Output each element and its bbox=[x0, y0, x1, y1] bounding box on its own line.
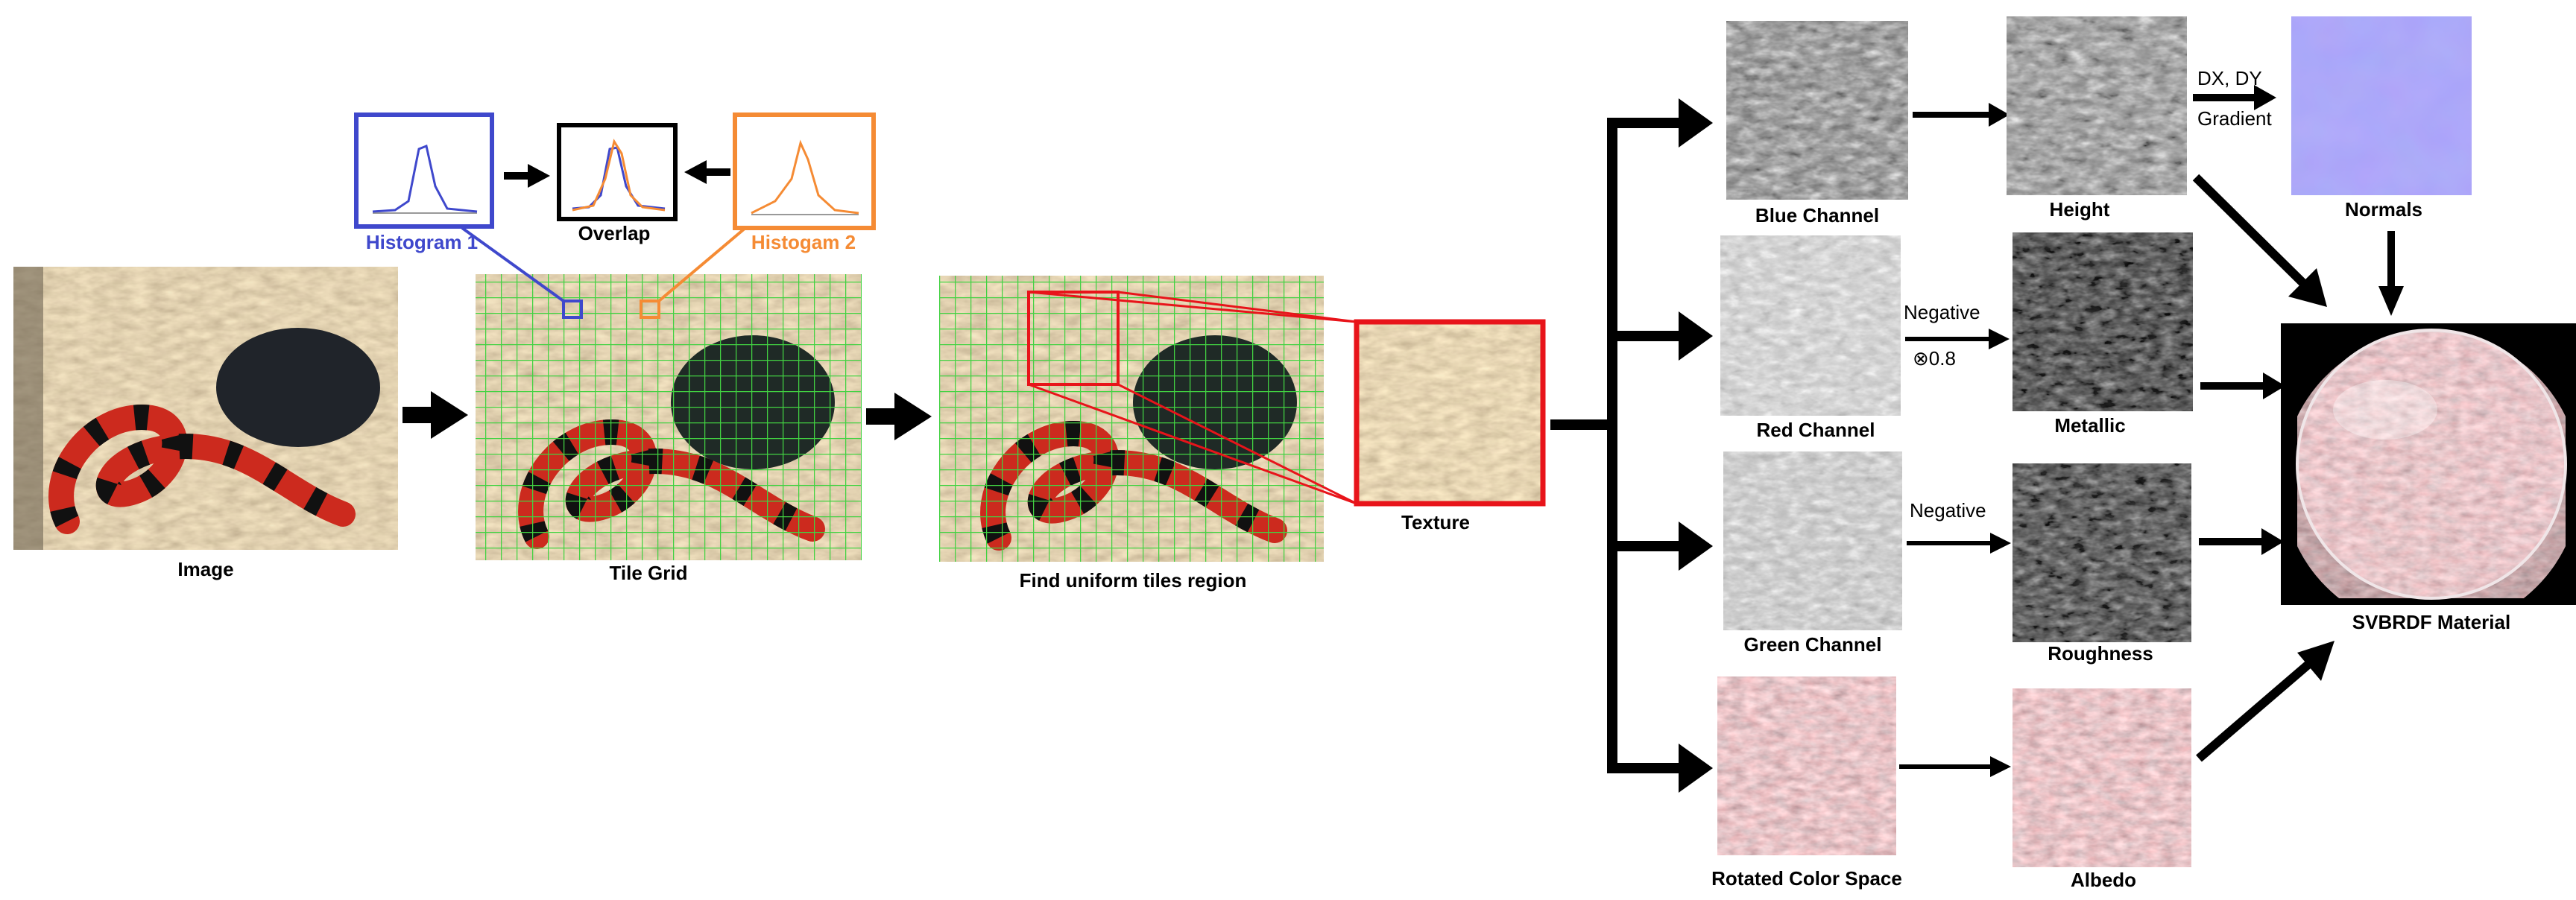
arrow-roughness-to-material bbox=[2199, 528, 2284, 555]
arrow-grid-to-find bbox=[866, 393, 932, 440]
tile-grid-overlay bbox=[476, 274, 862, 560]
histogram-2-panel bbox=[733, 112, 876, 230]
arrow-hist2-to-overlap bbox=[684, 160, 730, 184]
arrow-metallic-to-material bbox=[2200, 373, 2285, 399]
arrow-blue-to-height bbox=[1913, 103, 2010, 127]
green-channel-image bbox=[1723, 451, 1902, 630]
texture-label: Texture bbox=[1401, 511, 1470, 533]
blue-channel-label: Blue Channel bbox=[1755, 204, 1879, 226]
albedo-map-image bbox=[2012, 688, 2191, 867]
overlap-label: Overlap bbox=[578, 222, 651, 244]
normals-map-image bbox=[2291, 16, 2472, 195]
tile-1-marker bbox=[562, 300, 583, 319]
arrow-albedo-to-material bbox=[2196, 641, 2334, 762]
branch-connector bbox=[1550, 98, 1713, 793]
red-channel-image bbox=[1720, 235, 1901, 416]
height-map-image bbox=[2007, 16, 2187, 195]
arrow-image-to-grid bbox=[402, 391, 468, 439]
negative-red-text: Negative bbox=[1904, 301, 1980, 323]
dx-dy-text: DX, DY bbox=[2197, 67, 2262, 89]
rotated-color-space-label: Rotated Color Space bbox=[1711, 867, 1902, 890]
green-channel-label: Green Channel bbox=[1744, 633, 1882, 656]
roughness-map-image bbox=[2012, 463, 2191, 642]
normals-label: Normals bbox=[2345, 198, 2422, 221]
overlap-panel bbox=[557, 123, 678, 221]
metallic-label: Metallic bbox=[2054, 414, 2125, 437]
scale-factor-text: ⊗0.8 bbox=[1913, 347, 1956, 370]
find-region-label: Find uniform tiles region bbox=[1020, 569, 1247, 592]
image-label: Image bbox=[177, 558, 233, 580]
svbrdf-material-label: SVBRDF Material bbox=[2352, 611, 2510, 633]
tile-grid-image bbox=[476, 274, 862, 560]
tile-1-connector bbox=[461, 226, 565, 302]
histogram-1-panel bbox=[354, 112, 494, 229]
arrow-hist1-to-overlap bbox=[504, 164, 550, 188]
find-region-image bbox=[939, 276, 1357, 562]
height-label: Height bbox=[2050, 198, 2110, 221]
arrow-red-to-metallic bbox=[1905, 329, 2010, 349]
texture-crop bbox=[1354, 319, 1546, 507]
gradient-text: Gradient bbox=[2197, 107, 2272, 130]
arrow-green-to-roughness bbox=[1907, 533, 2011, 554]
albedo-label: Albedo bbox=[2071, 869, 2136, 891]
tile-2-connector bbox=[657, 226, 747, 302]
blue-channel-image bbox=[1726, 21, 1908, 200]
arrow-height-to-material bbox=[2192, 174, 2327, 307]
arrow-rotated-to-albedo bbox=[1899, 756, 2011, 777]
tile-grid-label: Tile Grid bbox=[610, 562, 688, 584]
histogram-1-label: Histogram 1 bbox=[366, 231, 478, 253]
red-channel-label: Red Channel bbox=[1757, 419, 1875, 441]
line-chart-icon bbox=[751, 139, 859, 215]
line-chart-icon bbox=[372, 144, 478, 213]
arrow-normals-to-material bbox=[2378, 231, 2404, 316]
roughness-label: Roughness bbox=[2048, 642, 2153, 665]
metallic-map-image bbox=[2012, 232, 2193, 411]
histogram-2-label: Histogam 2 bbox=[751, 231, 856, 253]
input-image bbox=[13, 267, 398, 550]
negative-green-text: Negative bbox=[1910, 499, 1986, 522]
svbrdf-material-render bbox=[2281, 323, 2576, 605]
uniform-region-box bbox=[1027, 291, 1120, 386]
arrow-height-to-normals bbox=[2193, 85, 2276, 110]
rotated-color-space-image bbox=[1717, 676, 1896, 855]
line-chart-icon bbox=[572, 139, 666, 212]
tile-2-marker bbox=[640, 300, 660, 319]
